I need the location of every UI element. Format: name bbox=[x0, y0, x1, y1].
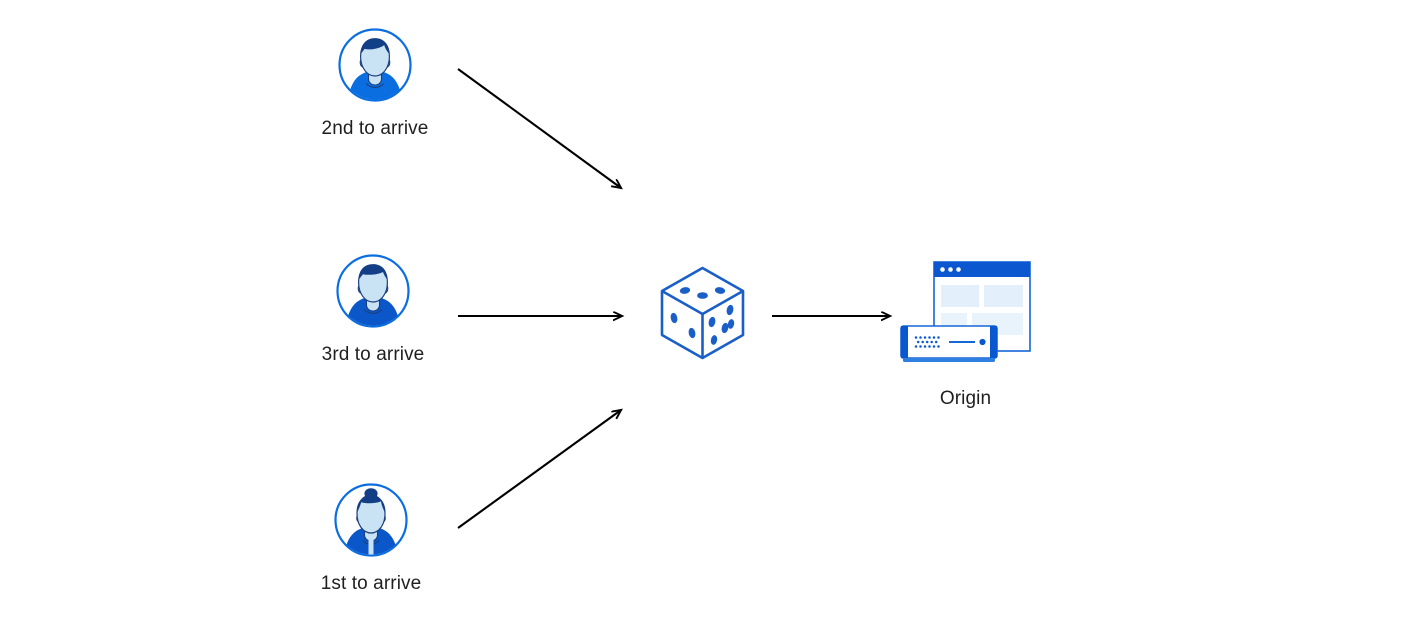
arrow-2nd-to-dice bbox=[457, 68, 621, 188]
origin-server-icon bbox=[893, 253, 1038, 378]
arrow-1st-to-dice bbox=[457, 410, 621, 529]
node-origin-server[interactable]: Origin bbox=[893, 253, 1038, 410]
user-avatar-male-icon bbox=[335, 253, 411, 334]
node-label-user-3rd: 3rd to arrive bbox=[321, 344, 425, 365]
node-user-2nd-to-arrive[interactable]: 2nd to arrive bbox=[300, 27, 450, 140]
node-label-user-2nd: 2nd to arrive bbox=[321, 118, 429, 139]
node-user-3rd-to-arrive[interactable]: 3rd to arrive bbox=[298, 253, 448, 366]
node-label-origin: Origin bbox=[939, 388, 992, 409]
node-dice-randomizer[interactable] bbox=[655, 262, 750, 367]
dice-icon bbox=[655, 262, 750, 367]
node-user-1st-to-arrive[interactable]: 1st to arrive bbox=[296, 482, 446, 595]
user-avatar-female-icon bbox=[333, 482, 409, 563]
user-avatar-male-icon bbox=[337, 27, 413, 108]
node-label-user-1st: 1st to arrive bbox=[320, 573, 422, 594]
